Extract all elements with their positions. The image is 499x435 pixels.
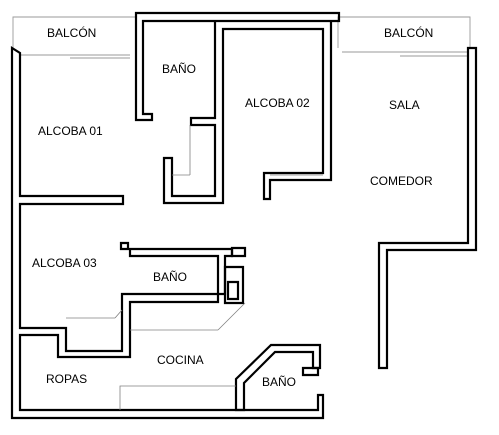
label-sala: SALA: [389, 98, 420, 112]
label-alcoba-02: ALCOBA 02: [245, 96, 310, 110]
walls: [10, 11, 478, 420]
label-cocina: COCINA: [157, 353, 204, 367]
label-balcon-right: BALCÓN: [384, 25, 433, 40]
label-bano-bottom: BAÑO: [262, 375, 296, 389]
label-bano-top: BAÑO: [162, 62, 196, 76]
interior-thin-lines: [66, 125, 323, 410]
label-ropas: ROPAS: [46, 372, 87, 386]
balcony-right-outline: [337, 16, 471, 48]
label-alcoba-03: ALCOBA 03: [32, 256, 97, 270]
room-labels: BALCÓN BALCÓN BAÑO ALCOBA 02 SALA ALCOBA…: [32, 25, 433, 389]
label-comedor: COMEDOR: [370, 174, 433, 188]
label-alcoba-01: ALCOBA 01: [38, 124, 103, 138]
label-bano-middle: BAÑO: [153, 270, 187, 284]
label-balcon-left: BALCÓN: [47, 25, 96, 40]
